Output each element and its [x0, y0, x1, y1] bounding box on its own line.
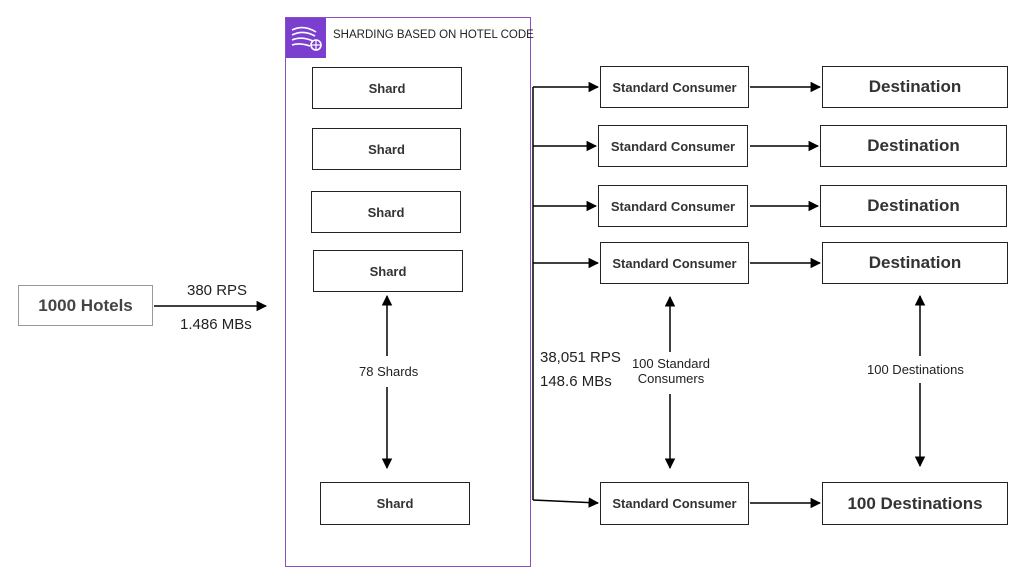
- destination-count-label: 100 Destinations: [867, 362, 964, 377]
- destination-box: 100 Destinations: [822, 482, 1008, 525]
- consumer-count-label-line2: Consumers: [637, 371, 705, 386]
- standard-consumer-label: Standard Consumer: [612, 496, 737, 511]
- shard-box: Shard: [312, 128, 461, 170]
- ingress-rps-label: 380 RPS: [187, 282, 248, 299]
- hotels-source-box: 1000 Hotels: [18, 285, 153, 326]
- hotels-source-label: 1000 Hotels: [38, 295, 133, 315]
- shard-box: Shard: [312, 67, 462, 109]
- shard-count-label: 78 Shards: [359, 364, 419, 379]
- consumer-count-label-line1: 100 Standard: [631, 356, 711, 371]
- consumer-count-label: 100 Standard Consumers: [626, 356, 716, 386]
- kinesis-stream-icon: [286, 18, 326, 58]
- standard-consumer-label: Standard Consumer: [610, 138, 736, 154]
- destination-label: Destination: [867, 136, 960, 155]
- destination-box: Destination: [822, 242, 1008, 284]
- fanout-arrow-5: [532, 497, 600, 508]
- standard-consumer-label: Standard Consumer: [612, 255, 737, 271]
- destination-label: 100 Destinations: [847, 493, 983, 513]
- standard-consumer-box: Standard Consumer: [600, 242, 749, 284]
- standard-consumer-box: Standard Consumer: [600, 66, 749, 108]
- shard-box: Shard: [320, 482, 470, 525]
- shard-box: Shard: [313, 250, 463, 292]
- standard-consumer-label: Standard Consumer: [612, 79, 737, 95]
- sharding-stream-group: [285, 17, 531, 567]
- shard-box: Shard: [311, 191, 461, 233]
- destination-label: Destination: [868, 253, 962, 272]
- stream-title: SHARDING BASED ON HOTEL CODE: [333, 29, 534, 41]
- destination-box: Destination: [822, 66, 1008, 108]
- egress-throughput-label: 148.6 MBs: [540, 373, 612, 390]
- shard-label: Shard: [369, 263, 407, 279]
- standard-consumer-box: Standard Consumer: [600, 482, 749, 525]
- standard-consumer-box: Standard Consumer: [598, 125, 748, 167]
- destination-box: Destination: [820, 125, 1007, 167]
- shard-label: Shard: [368, 141, 405, 157]
- destination-box: Destination: [820, 185, 1007, 227]
- destination-label: Destination: [868, 77, 962, 96]
- shard-label: Shard: [367, 204, 405, 220]
- standard-consumer-label: Standard Consumer: [610, 198, 736, 214]
- destination-label: Destination: [867, 196, 960, 215]
- egress-rps-label: 38,051 RPS: [540, 349, 621, 366]
- shard-label: Shard: [376, 496, 414, 511]
- ingress-throughput-label: 1.486 MBs: [180, 316, 252, 333]
- shard-label: Shard: [368, 80, 406, 96]
- standard-consumer-box: Standard Consumer: [598, 185, 748, 227]
